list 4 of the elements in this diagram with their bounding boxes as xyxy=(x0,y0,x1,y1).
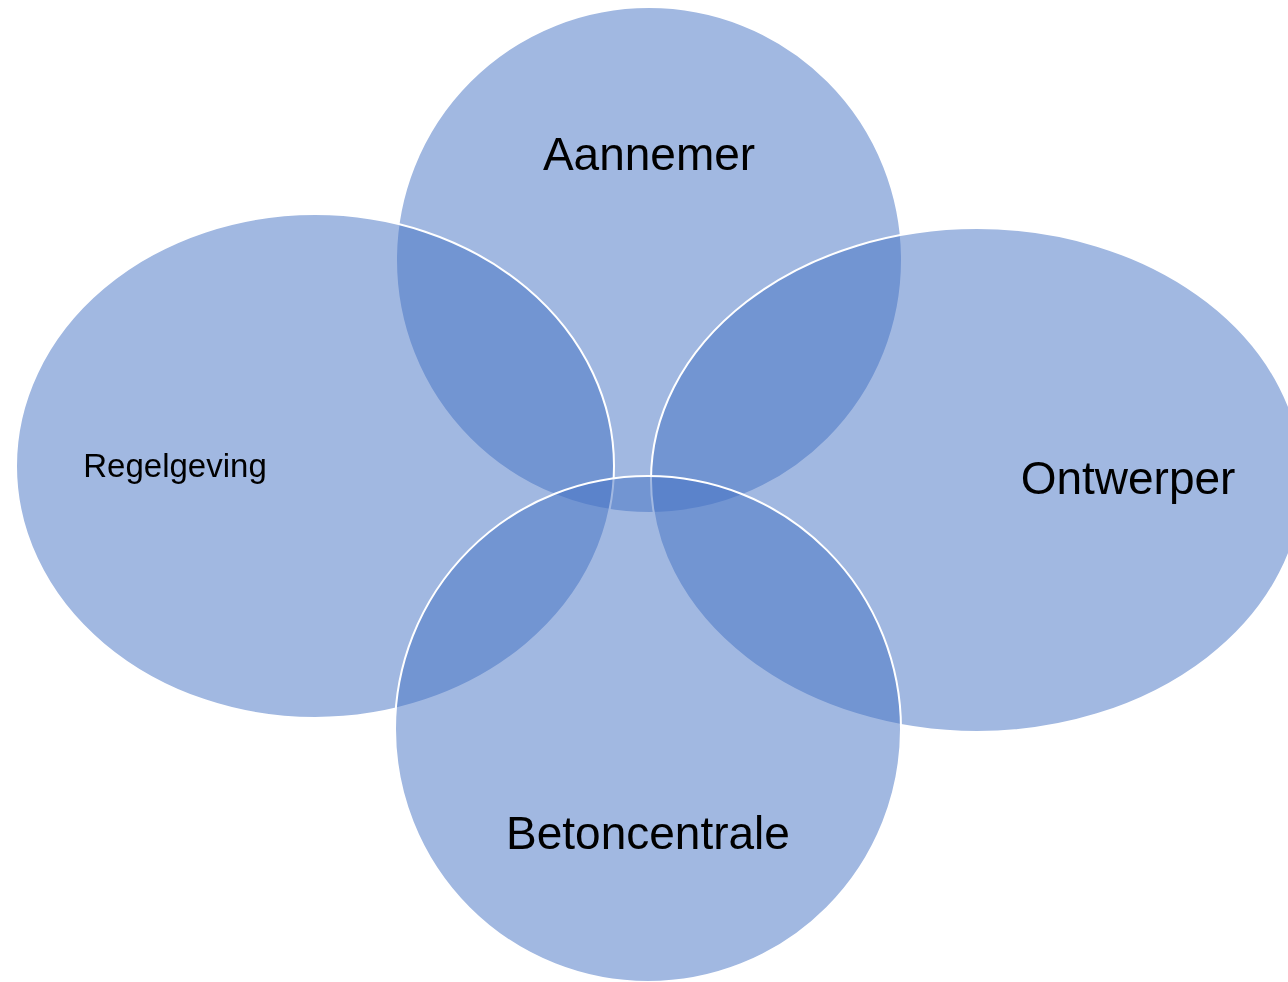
circle-label: Aannemer xyxy=(542,128,756,180)
circle-label: Ontwerper xyxy=(1020,452,1236,504)
circle-label: Betoncentrale xyxy=(506,807,790,859)
circle-label: Regelgeving xyxy=(83,447,267,485)
